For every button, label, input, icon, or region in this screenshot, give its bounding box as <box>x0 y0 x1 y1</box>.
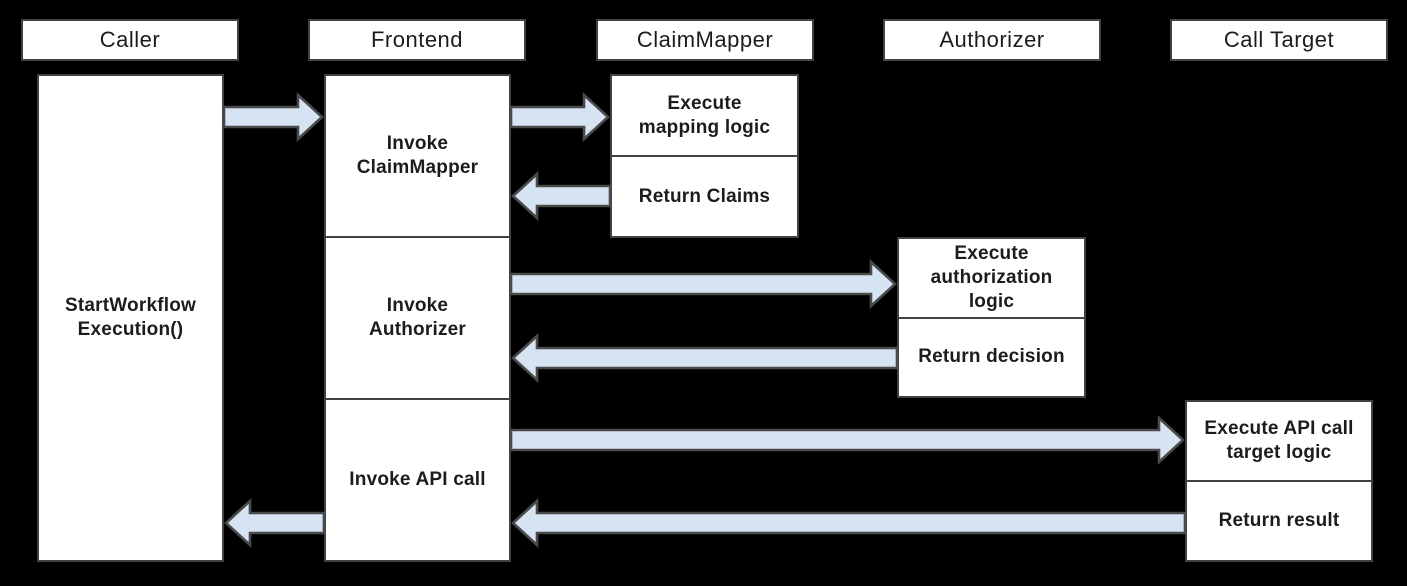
call-target-step-return-result: Return result <box>1187 480 1371 560</box>
lane-header-claimmapper-label: ClaimMapper <box>636 27 774 52</box>
lane-header-caller: Caller <box>21 19 239 61</box>
arrow-frontend-to-call-target <box>509 415 1185 465</box>
arrow-frontend-to-claimmapper <box>509 92 610 142</box>
authorizer-step-return-decision: Return decision <box>899 316 1084 397</box>
lane-header-authorizer: Authorizer <box>883 19 1101 61</box>
lane-header-claimmapper: ClaimMapper <box>596 19 814 61</box>
lane-header-call-target: Call Target <box>1170 19 1388 61</box>
arrow-call-target-to-frontend <box>511 498 1187 548</box>
lane-header-authorizer-label: Authorizer <box>939 27 1045 52</box>
lane-header-call-target-label: Call Target <box>1223 27 1335 52</box>
arrow-frontend-to-caller <box>224 498 326 548</box>
arrow-caller-to-frontend <box>222 92 324 142</box>
lane-header-caller-label: Caller <box>99 27 161 52</box>
lane-header-frontend-label: Frontend <box>370 27 464 52</box>
claimmapper-step-return-claims: Return Claims <box>612 155 797 236</box>
arrow-authorizer-to-frontend <box>511 333 899 383</box>
lane-header-frontend: Frontend <box>308 19 526 61</box>
frontend-step-invoke-api-call: Invoke API call <box>326 398 509 560</box>
arrow-frontend-to-authorizer <box>509 259 897 309</box>
arrow-claimmapper-to-frontend <box>511 171 612 221</box>
